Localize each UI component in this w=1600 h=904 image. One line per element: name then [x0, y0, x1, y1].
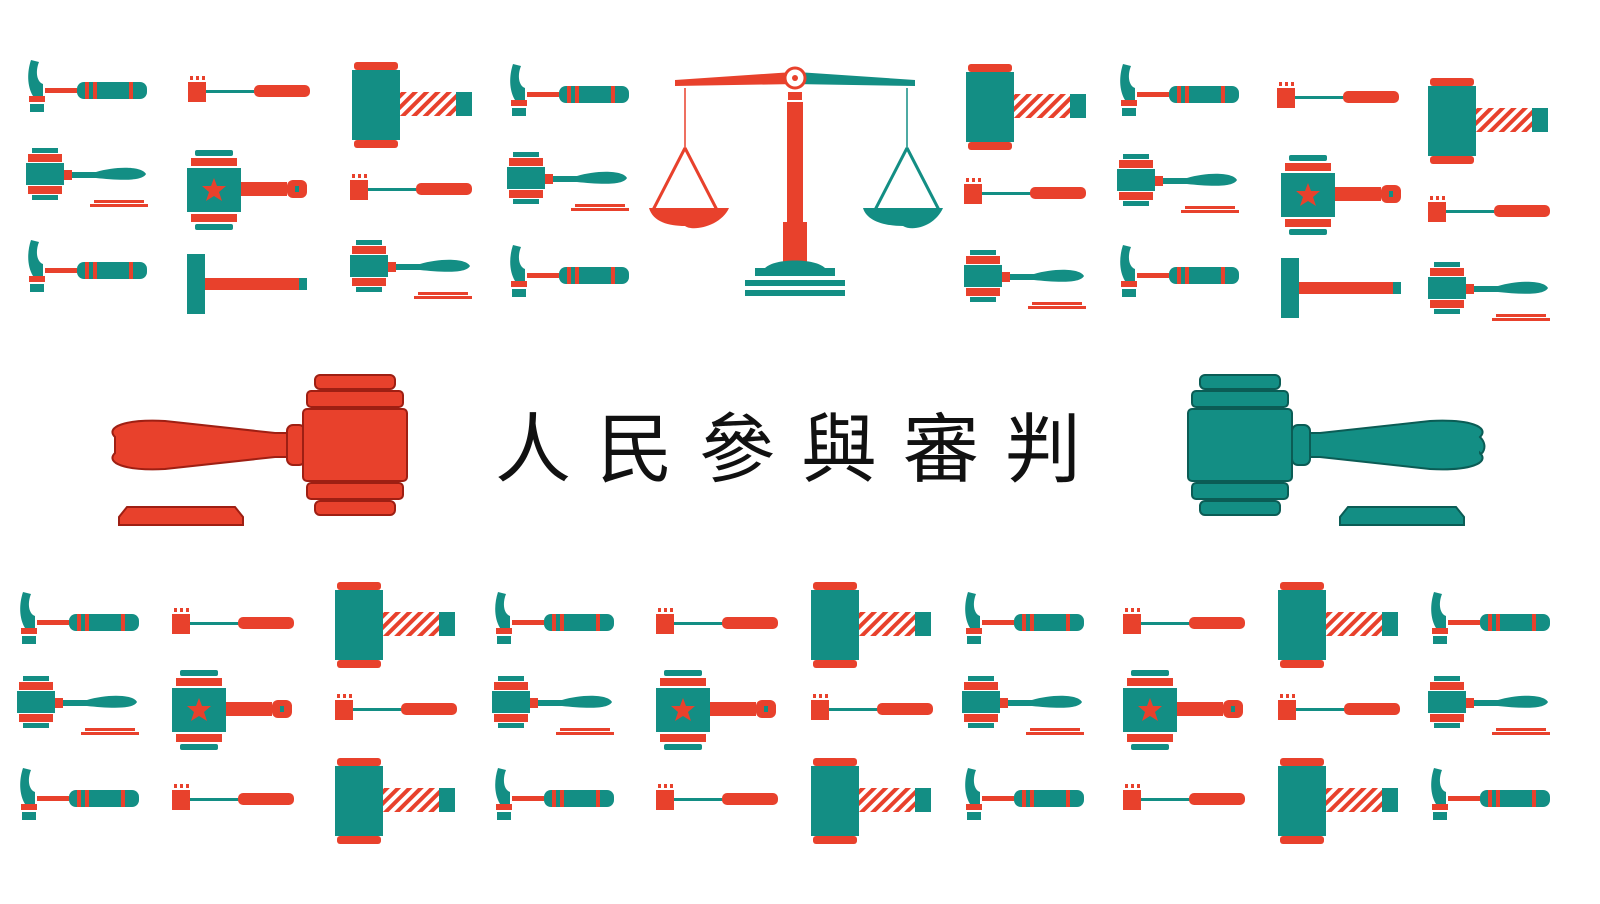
gavel-icon: [507, 152, 629, 211]
gavel-icon: [350, 240, 472, 299]
small-hammer-icon: [1281, 258, 1401, 318]
claw-hammer-icon: [510, 245, 629, 297]
mallet-icon: [1123, 784, 1245, 810]
mallet-icon: [1277, 82, 1399, 108]
gavel-icon: [1428, 262, 1550, 321]
claw-hammer-icon: [1431, 768, 1550, 820]
gavel-icon: [26, 148, 148, 207]
star-gavel-icon: [1281, 155, 1401, 235]
claw-hammer-icon: [1120, 245, 1239, 297]
mallet-icon: [1123, 608, 1245, 634]
claw-hammer-icon: [20, 592, 139, 644]
mallet-icon: [811, 694, 933, 720]
mallet-icon: [964, 178, 1086, 204]
claw-hammer-icon: [510, 64, 629, 116]
claw-hammer-icon: [495, 768, 614, 820]
red-gavel-icon: [111, 374, 408, 526]
claw-hammer-icon: [495, 592, 614, 644]
star-gavel-icon: [656, 670, 776, 750]
mallet-icon: [172, 608, 294, 634]
sledgehammer-icon: [1278, 582, 1398, 668]
sledgehammer-icon: [811, 758, 931, 844]
star-gavel-icon: [187, 150, 307, 230]
gavel-icon: [492, 676, 614, 735]
mallet-icon: [188, 76, 310, 102]
gavel-icon: [17, 676, 139, 735]
sledgehammer-icon: [352, 62, 472, 148]
sledgehammer-icon: [335, 582, 455, 668]
sledgehammer-icon: [811, 582, 931, 668]
mallet-icon: [1428, 196, 1550, 222]
mallet-icon: [350, 174, 472, 200]
claw-hammer-icon: [965, 768, 1084, 820]
mallet-icon: [656, 784, 778, 810]
claw-hammer-icon: [1431, 592, 1550, 644]
page-title: 人民參與審判: [495, 405, 1107, 494]
mallet-icon: [1278, 694, 1400, 720]
sledgehammer-icon: [335, 758, 455, 844]
gavel-icon: [964, 250, 1086, 309]
claw-hammer-icon: [28, 60, 147, 112]
claw-hammer-icon: [28, 240, 147, 292]
mallet-icon: [656, 608, 778, 634]
claw-hammer-icon: [20, 768, 139, 820]
small-hammer-icon: [187, 254, 307, 314]
gavel-icon: [1428, 676, 1550, 735]
gavel-icon: [1117, 154, 1239, 213]
balance-scale-icon: [649, 66, 943, 296]
claw-hammer-icon: [1120, 64, 1239, 116]
mallet-icon: [335, 694, 457, 720]
claw-hammer-icon: [965, 592, 1084, 644]
gavel-icon: [962, 676, 1084, 735]
star-gavel-icon: [172, 670, 292, 750]
teal-gavel-icon: [1187, 374, 1486, 526]
sledgehammer-icon: [1278, 758, 1398, 844]
mallet-icon: [172, 784, 294, 810]
star-gavel-icon: [1123, 670, 1243, 750]
sledgehammer-icon: [1428, 78, 1548, 164]
sledgehammer-icon: [966, 64, 1086, 150]
